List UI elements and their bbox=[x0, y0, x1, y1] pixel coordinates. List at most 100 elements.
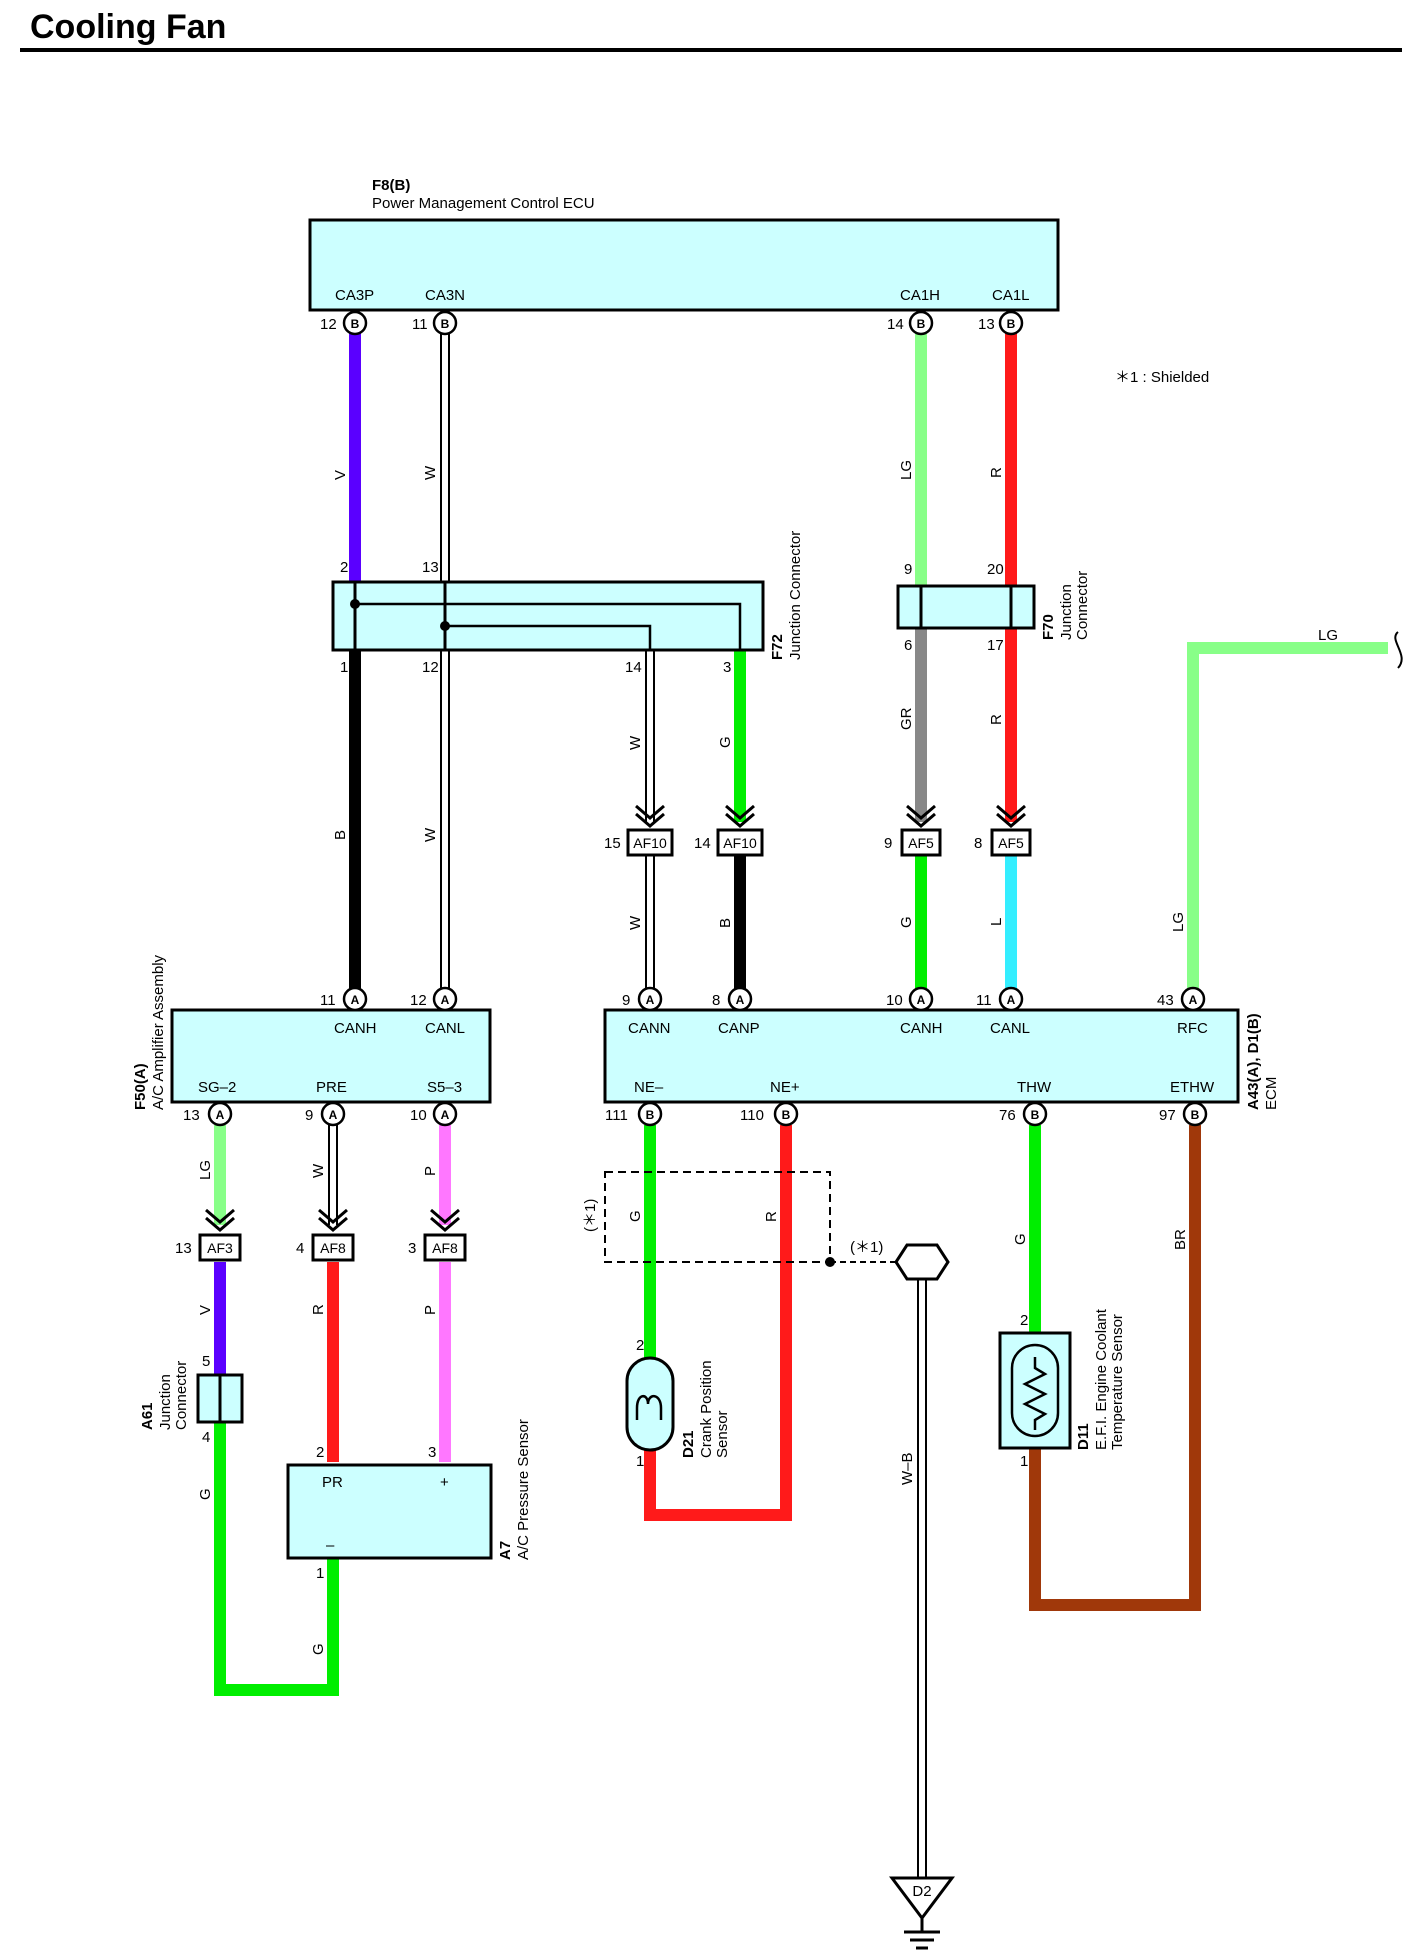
svg-text:W–B: W–B bbox=[899, 1452, 916, 1485]
svg-text:6: 6 bbox=[904, 637, 912, 654]
connector-af5-8: AF5 8 bbox=[974, 804, 1032, 857]
connector-af8-4: AF8 4 bbox=[296, 1208, 355, 1262]
svg-text:11: 11 bbox=[412, 316, 428, 333]
connector-af10-15: AF10 15 bbox=[604, 804, 674, 857]
svg-text:10: 10 bbox=[410, 1107, 427, 1124]
svg-text:A: A bbox=[736, 993, 745, 1007]
svg-text:S5–3: S5–3 bbox=[427, 1079, 462, 1096]
svg-text:110: 110 bbox=[740, 1107, 764, 1124]
svg-text:G: G bbox=[197, 1488, 214, 1500]
component-a61: 5 4 A61 Junction Connector bbox=[139, 1353, 244, 1446]
wire-r-ne-plus bbox=[644, 1125, 792, 1521]
connector-af3-13: AF3 13 bbox=[175, 1208, 242, 1262]
svg-text:W: W bbox=[627, 915, 644, 930]
svg-text:4: 4 bbox=[296, 1240, 304, 1257]
svg-text:L: L bbox=[988, 918, 1005, 926]
component-d21: 2 1 D21 Crank Position Sensor bbox=[625, 1337, 731, 1470]
svg-text:3: 3 bbox=[428, 1444, 436, 1461]
svg-text:W: W bbox=[422, 827, 439, 842]
svg-text:G: G bbox=[1012, 1233, 1029, 1245]
wire-br-ethw bbox=[1029, 1125, 1201, 1611]
svg-text:LG: LG bbox=[1170, 912, 1187, 932]
svg-text:A: A bbox=[646, 993, 655, 1007]
svg-text:B: B bbox=[717, 918, 734, 928]
f72-name: Junction Connector bbox=[787, 531, 804, 660]
svg-text:15: 15 bbox=[604, 835, 621, 852]
svg-text:A: A bbox=[1007, 993, 1016, 1007]
svg-text:9: 9 bbox=[305, 1107, 313, 1124]
f8-term-ca1l: CA1L bbox=[992, 287, 1030, 304]
wire-color-labels: V W LG R B W W G GR R W B G L LG LG LG W… bbox=[197, 460, 1338, 1655]
svg-text:CANL: CANL bbox=[990, 1020, 1030, 1037]
f8-term-ca3p: CA3P bbox=[335, 287, 374, 304]
f50-box bbox=[170, 1008, 492, 1104]
svg-text:A: A bbox=[1189, 993, 1198, 1007]
svg-text:13: 13 bbox=[978, 316, 995, 333]
svg-text:P: P bbox=[422, 1166, 439, 1176]
shielded-note: ＊1 : Shielded bbox=[1115, 369, 1209, 386]
svg-text:2: 2 bbox=[340, 559, 348, 576]
wires bbox=[214, 330, 1403, 1878]
svg-text:1: 1 bbox=[636, 1453, 644, 1470]
component-ecm: CANN CANP CANH CANL RFC NE– NE+ THW ETHW… bbox=[603, 986, 1280, 1127]
a7-box bbox=[286, 1463, 493, 1560]
svg-text:11: 11 bbox=[976, 992, 992, 1009]
svg-text:4: 4 bbox=[202, 1429, 210, 1446]
svg-text:R: R bbox=[988, 467, 1005, 478]
svg-text:A7: A7 bbox=[497, 1541, 514, 1560]
component-f8: F8(B) Power Management Control ECU CA3P … bbox=[308, 177, 1060, 336]
svg-text:ETHW: ETHW bbox=[1170, 1079, 1215, 1096]
svg-text:9: 9 bbox=[904, 561, 912, 578]
svg-text:Connector: Connector bbox=[1074, 571, 1091, 640]
wire-break-mark bbox=[1394, 631, 1403, 669]
svg-text:2: 2 bbox=[316, 1444, 324, 1461]
svg-text:1: 1 bbox=[340, 659, 348, 676]
svg-text:14: 14 bbox=[625, 659, 642, 676]
svg-text:NE–: NE– bbox=[634, 1079, 664, 1096]
f72-box bbox=[331, 580, 765, 652]
svg-text:+: + bbox=[440, 1474, 449, 1491]
svg-text:LG: LG bbox=[898, 460, 915, 480]
svg-text:AF5: AF5 bbox=[908, 835, 934, 851]
svg-text:111: 111 bbox=[605, 1107, 628, 1124]
svg-text:14: 14 bbox=[887, 316, 904, 333]
connector-af5-9: AF5 9 bbox=[884, 804, 942, 857]
svg-text:Connector: Connector bbox=[173, 1361, 190, 1430]
svg-text:B: B bbox=[1031, 1108, 1040, 1122]
svg-text:V: V bbox=[332, 470, 349, 480]
f70-code: F70 bbox=[1040, 614, 1057, 640]
svg-text:AF8: AF8 bbox=[320, 1240, 346, 1256]
svg-text:THW: THW bbox=[1017, 1079, 1052, 1096]
svg-text:AF8: AF8 bbox=[432, 1240, 458, 1256]
svg-text:13: 13 bbox=[175, 1240, 192, 1257]
component-f70: 9 20 6 17 F70 Junction Connector bbox=[896, 561, 1091, 654]
ground-d2: D2 bbox=[889, 1876, 955, 1950]
svg-text:B: B bbox=[782, 1108, 791, 1122]
svg-text:2: 2 bbox=[636, 1337, 644, 1354]
f8-term-ca1h: CA1H bbox=[900, 287, 940, 304]
af-connectors-bottom: AF3 13 AF8 4 AF8 3 bbox=[175, 1208, 467, 1262]
svg-text:W: W bbox=[310, 1163, 327, 1178]
svg-text:Sensor: Sensor bbox=[714, 1410, 731, 1458]
svg-text:A61: A61 bbox=[139, 1402, 156, 1430]
svg-text:GR: GR bbox=[898, 707, 915, 730]
svg-text:A/C Pressure Sensor: A/C Pressure Sensor bbox=[515, 1419, 532, 1560]
svg-text:PRE: PRE bbox=[316, 1079, 347, 1096]
ecm-code: A43(A), D1(B) bbox=[1245, 1013, 1262, 1110]
ecm-pin-110: 110 B bbox=[740, 1101, 799, 1127]
svg-text:11: 11 bbox=[320, 992, 336, 1009]
svg-text:B: B bbox=[332, 830, 349, 840]
f8-term-ca3n: CA3N bbox=[425, 287, 465, 304]
f8-box bbox=[308, 218, 1060, 312]
svg-text:RFC: RFC bbox=[1177, 1020, 1208, 1037]
svg-text:(＊1): (＊1) bbox=[850, 1239, 883, 1256]
svg-text:2: 2 bbox=[1020, 1312, 1028, 1329]
svg-text:D2: D2 bbox=[912, 1883, 931, 1900]
